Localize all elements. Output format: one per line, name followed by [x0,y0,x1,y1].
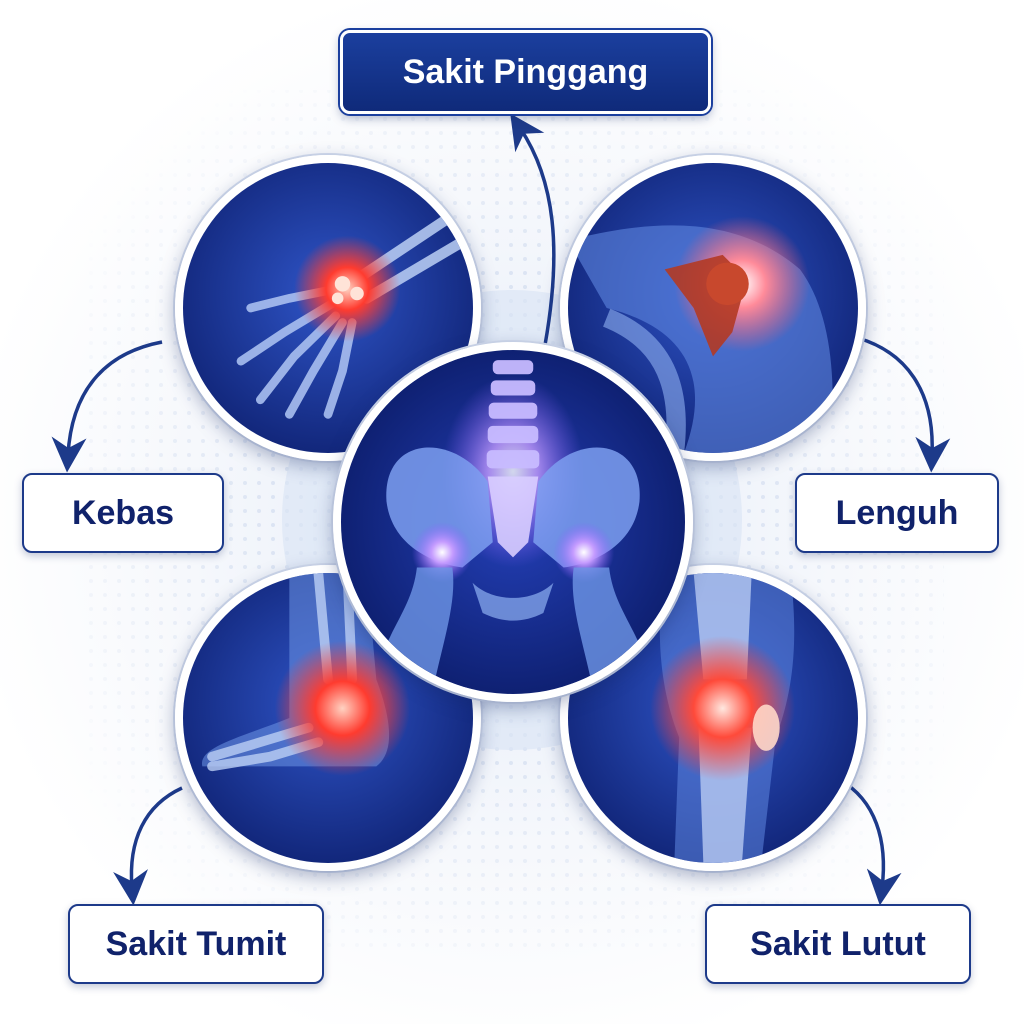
label-sakit-tumit-text: Sakit Tumit [105,924,287,963]
label-lenguh-text: Lenguh [835,493,959,532]
label-sakit-pinggang: Sakit Pinggang [340,30,711,114]
label-sakit-pinggang-text: Sakit Pinggang [402,52,649,91]
shoulder-illustration [560,155,866,461]
foot-heel-illustration [175,565,481,871]
label-sakit-tumit: Sakit Tumit [68,904,324,984]
knee-illustration [560,565,866,871]
label-sakit-lutut: Sakit Lutut [705,904,971,984]
label-kebas: Kebas [22,473,224,553]
pelvis-spine-illustration [333,342,693,702]
label-sakit-lutut-text: Sakit Lutut [750,924,926,963]
label-lenguh: Lenguh [795,473,999,553]
label-kebas-text: Kebas [71,493,175,532]
